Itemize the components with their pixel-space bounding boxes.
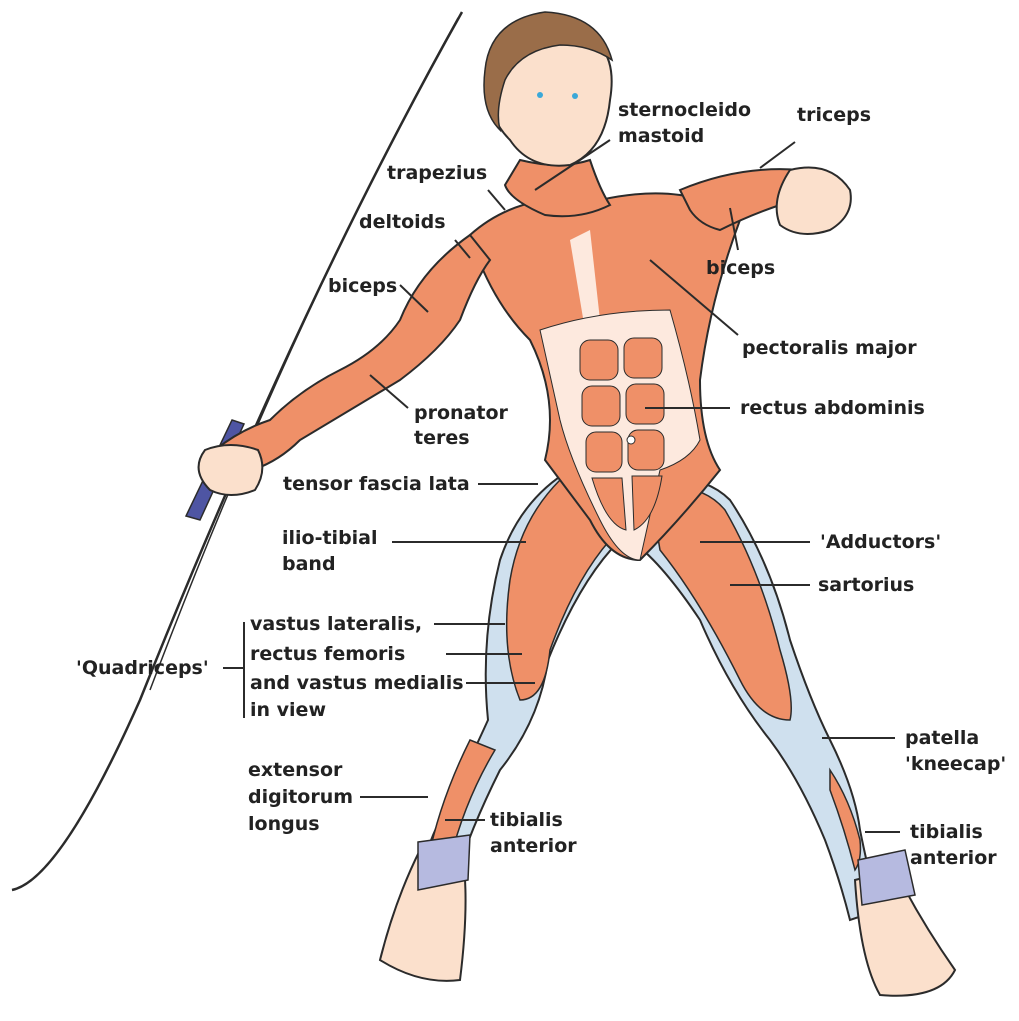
label-quad-line4: in view bbox=[250, 698, 326, 722]
right-fist bbox=[777, 168, 851, 235]
label-adductors: 'Adductors' bbox=[820, 530, 941, 554]
label-patella: patella bbox=[905, 726, 979, 750]
label-quad-line2: rectus femoris bbox=[250, 642, 405, 666]
left-fist bbox=[199, 445, 263, 495]
label-tibialis-left-1: tibialis bbox=[490, 808, 563, 832]
label-sartorius: sartorius bbox=[818, 573, 914, 597]
label-trapezius: trapezius bbox=[387, 161, 487, 185]
label-teres: teres bbox=[414, 426, 470, 450]
label-triceps: triceps bbox=[797, 103, 871, 127]
label-pronator: pronator bbox=[414, 401, 508, 425]
label-pectoralis-major: pectoralis major bbox=[742, 336, 917, 360]
label-digitorum: digitorum bbox=[248, 785, 353, 809]
label-tibialis-right-2: anterior bbox=[910, 846, 997, 870]
right-arm bbox=[680, 168, 851, 235]
label-quad-line1: vastus lateralis, bbox=[250, 612, 422, 636]
label-quadriceps: 'Quadriceps' bbox=[76, 656, 209, 680]
label-biceps-left: biceps bbox=[328, 274, 397, 298]
label-tibialis-left-2: anterior bbox=[490, 834, 577, 858]
label-kneecap: 'kneecap' bbox=[905, 752, 1006, 776]
label-mastoid: mastoid bbox=[618, 124, 704, 148]
label-longus: longus bbox=[248, 812, 320, 836]
label-extensor: extensor bbox=[248, 758, 342, 782]
label-ilio-tibial: ilio-tibial bbox=[282, 526, 378, 550]
label-tibialis-right-1: tibialis bbox=[910, 820, 983, 844]
label-tensor-fascia-lata: tensor fascia lata bbox=[283, 472, 470, 496]
ankle-strap-left bbox=[418, 835, 470, 890]
label-biceps-right: biceps bbox=[706, 256, 775, 280]
ankle-strap-right bbox=[858, 850, 915, 905]
label-sternocleido: sternocleido bbox=[618, 98, 751, 122]
head bbox=[484, 12, 612, 216]
label-quad-line3: and vastus medialis bbox=[250, 671, 464, 695]
label-band: band bbox=[282, 552, 336, 576]
label-rectus-abdominis: rectus abdominis bbox=[740, 396, 925, 420]
label-deltoids: deltoids bbox=[359, 210, 446, 234]
